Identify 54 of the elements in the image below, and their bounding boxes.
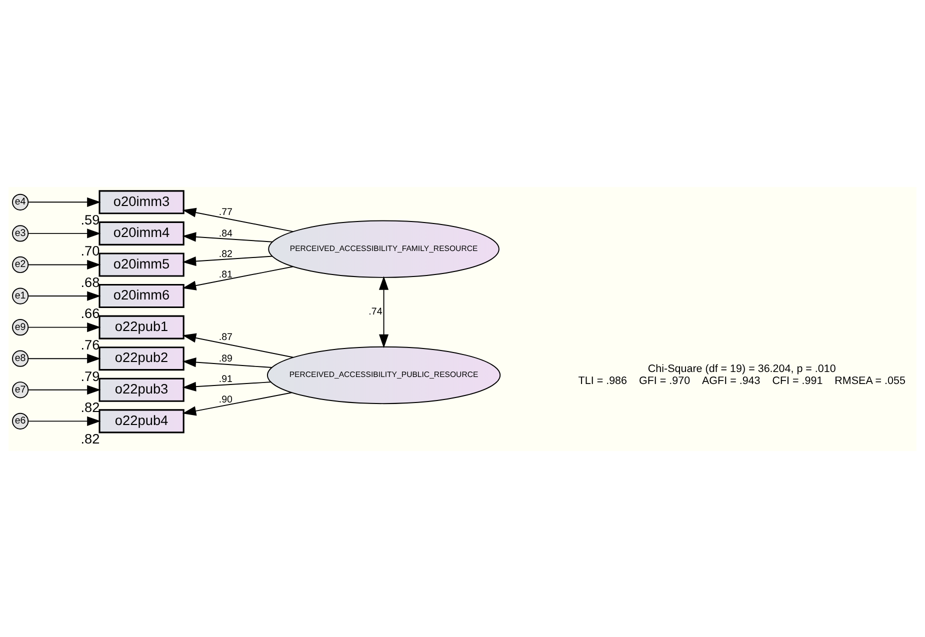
edge-label: .77 [218, 206, 232, 218]
node-label: .82 [80, 400, 100, 415]
node-label: .70 [80, 243, 100, 258]
node-label: .76 [80, 337, 100, 352]
arrow [182, 392, 292, 416]
arrow [28, 259, 101, 270]
arrow [182, 232, 273, 242]
label: Chi-Square (df = 19) = 36.204, p = .010 [648, 362, 836, 375]
node-circle: e4 [12, 193, 29, 210]
node-circle: e2 [12, 256, 29, 273]
arrow [182, 255, 273, 266]
arrow [28, 353, 101, 363]
edge-label: .91 [218, 374, 232, 385]
arrow [182, 266, 294, 290]
node-box: o22pub3 [98, 377, 184, 402]
arrow [28, 322, 101, 332]
edge-label: .84 [218, 228, 232, 239]
arrow [182, 357, 272, 368]
node-box: o20imm5 [98, 252, 184, 276]
arrow [182, 332, 294, 358]
edge-label: .74 [368, 306, 382, 318]
node-box: o22pub4 [98, 408, 184, 433]
label: TLI = .986 GFI = .970 AGFI = .943 CFI = .991 RMSEA = .055 [578, 374, 906, 386]
edge-label: .90 [218, 394, 232, 406]
node-box: o20imm3 [98, 190, 184, 214]
node-ellipse: PERCEIVED_ACCESSIBILITY_FAMILY_RESOURCE [268, 220, 500, 278]
arrow [28, 196, 101, 206]
edge-label: .89 [218, 353, 232, 364]
node-circle: e6 [12, 412, 29, 429]
arrow [182, 381, 272, 391]
arrow [28, 228, 101, 238]
node-label: .68 [80, 274, 100, 290]
node-label: .79 [80, 368, 100, 384]
node-ellipse: PERCEIVED_ACCESSIBILITY_PUBLIC_RESOURCE [266, 346, 501, 404]
node-circle: e9 [12, 318, 29, 336]
node-box: o22pub2 [98, 346, 184, 370]
node-label: .66 [80, 306, 100, 321]
edge-label: .87 [218, 332, 232, 343]
arrow [182, 207, 294, 232]
arrow [28, 290, 101, 300]
arrow [28, 416, 101, 426]
edge-label: .81 [218, 268, 232, 280]
arrow [28, 384, 101, 394]
node-label: .59 [80, 212, 100, 227]
node-circle: e1 [12, 287, 29, 304]
arrow [378, 276, 389, 348]
node-box: o20imm4 [98, 220, 184, 245]
node-box: o20imm6 [98, 284, 184, 308]
node-box: o22pub1 [98, 314, 184, 339]
node-circle: e7 [12, 381, 29, 398]
edge-label: .82 [218, 248, 232, 260]
node-circle: e8 [12, 350, 29, 366]
node-circle: e3 [12, 224, 29, 242]
node-label: .82 [80, 430, 100, 446]
